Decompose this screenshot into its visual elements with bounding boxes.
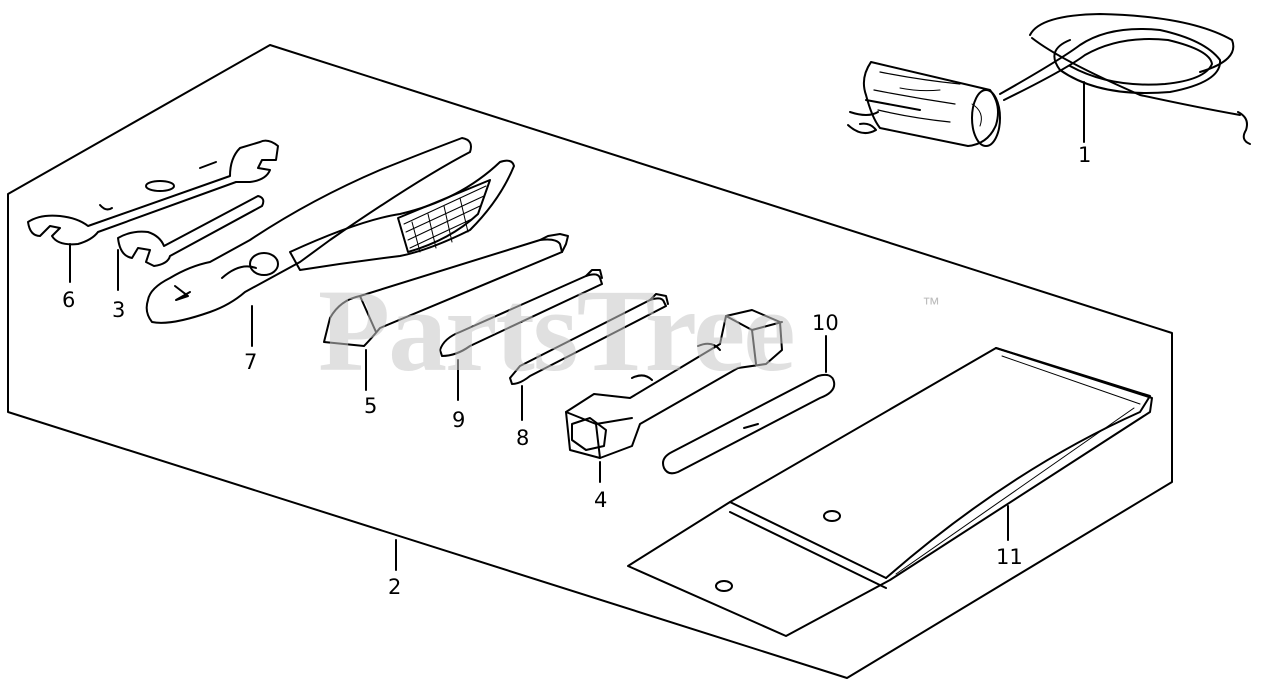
plug-wrench-4 xyxy=(565,309,783,483)
callout-6: 6 xyxy=(62,288,76,312)
flat-bar-10 xyxy=(662,335,836,475)
watermark-text: PartsTree xyxy=(318,265,796,396)
callout-5: 5 xyxy=(364,394,378,418)
callout-8: 8 xyxy=(516,426,530,450)
screwdriver-5 xyxy=(323,233,569,391)
wrench-6 xyxy=(27,139,279,283)
callout-1: 1 xyxy=(1078,143,1092,167)
wood-handle-rope xyxy=(847,13,1251,147)
tool-bag-11 xyxy=(627,347,1153,637)
screwdriver-9 xyxy=(439,269,603,401)
watermark: PartsTree xyxy=(318,272,796,390)
handle-bar-8 xyxy=(509,293,669,421)
callout-10: 10 xyxy=(812,311,839,335)
callout-11: 11 xyxy=(996,545,1023,569)
callout-2: 2 xyxy=(388,575,402,599)
callout-3: 3 xyxy=(112,298,126,322)
pliers-7 xyxy=(145,137,515,347)
callout-9: 9 xyxy=(452,408,466,432)
callout-7: 7 xyxy=(244,350,258,374)
toolkit-boundary xyxy=(7,44,1173,679)
trademark-symbol: ™ xyxy=(922,294,940,314)
wrench-3 xyxy=(117,195,265,291)
callout-4: 4 xyxy=(594,488,608,512)
